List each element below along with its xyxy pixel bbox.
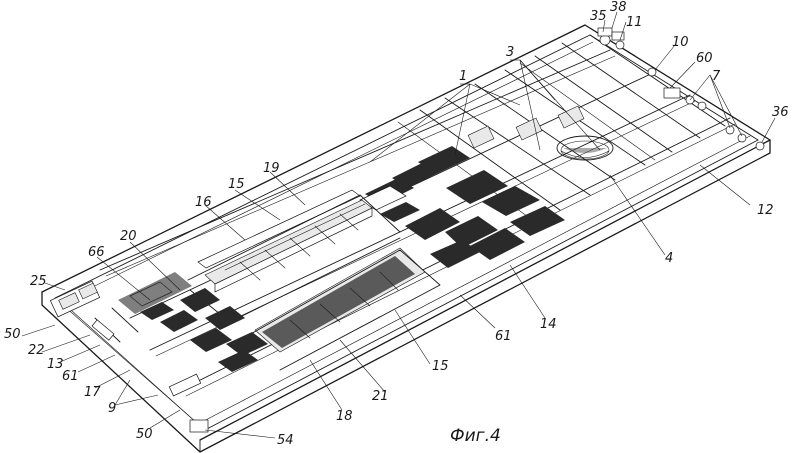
callout-12: 12 [757, 203, 774, 218]
callout-61-left: 61 [62, 369, 79, 384]
callout-14: 14 [540, 317, 557, 332]
callout-20: 20 [120, 229, 137, 244]
central-beams [187, 189, 401, 323]
callout-16: 16 [195, 195, 212, 210]
callout-17: 17 [84, 385, 101, 400]
callout-13: 13 [47, 357, 64, 372]
callout-38: 38 [610, 0, 627, 15]
callout-21: 21 [372, 389, 389, 404]
callout-15-upper: 15 [228, 177, 245, 192]
leader-lines [21, 11, 776, 439]
callout-50-lower: 50 [136, 427, 153, 442]
cross-members [397, 34, 726, 223]
callout-66: 66 [88, 245, 105, 260]
mesh-panels-lower [118, 272, 268, 372]
callout-22: 22 [28, 343, 45, 358]
callout-54: 54 [277, 433, 294, 448]
callout-9: 9 [108, 401, 116, 416]
right-end-fittings [597, 27, 765, 151]
callout-19: 19 [263, 161, 280, 176]
callout-labels: 1 3 4 7 9 10 11 12 13 14 15 15 16 17 18 … [4, 0, 789, 448]
figure-caption: Фиг.4 [450, 426, 501, 446]
ramp-mesh [239, 247, 441, 371]
callout-15-lower: 15 [432, 359, 449, 374]
callout-50-upper: 50 [4, 327, 21, 342]
left-end-mechanism [49, 280, 209, 433]
callout-60: 60 [696, 51, 713, 66]
outer-frame [41, 24, 771, 453]
callout-35: 35 [590, 9, 607, 24]
callout-4: 4 [665, 251, 673, 266]
callout-3: 3 [506, 45, 514, 60]
callout-11: 11 [626, 15, 643, 30]
callout-10: 10 [672, 35, 689, 50]
callout-36: 36 [772, 105, 789, 120]
callout-61-right: 61 [495, 329, 512, 344]
callout-1: 1 [459, 69, 467, 84]
callout-7: 7 [712, 69, 721, 84]
callout-18: 18 [336, 409, 353, 424]
circular-opening [556, 135, 614, 161]
callout-25: 25 [30, 274, 47, 289]
mesh-panels-upper [359, 146, 565, 268]
